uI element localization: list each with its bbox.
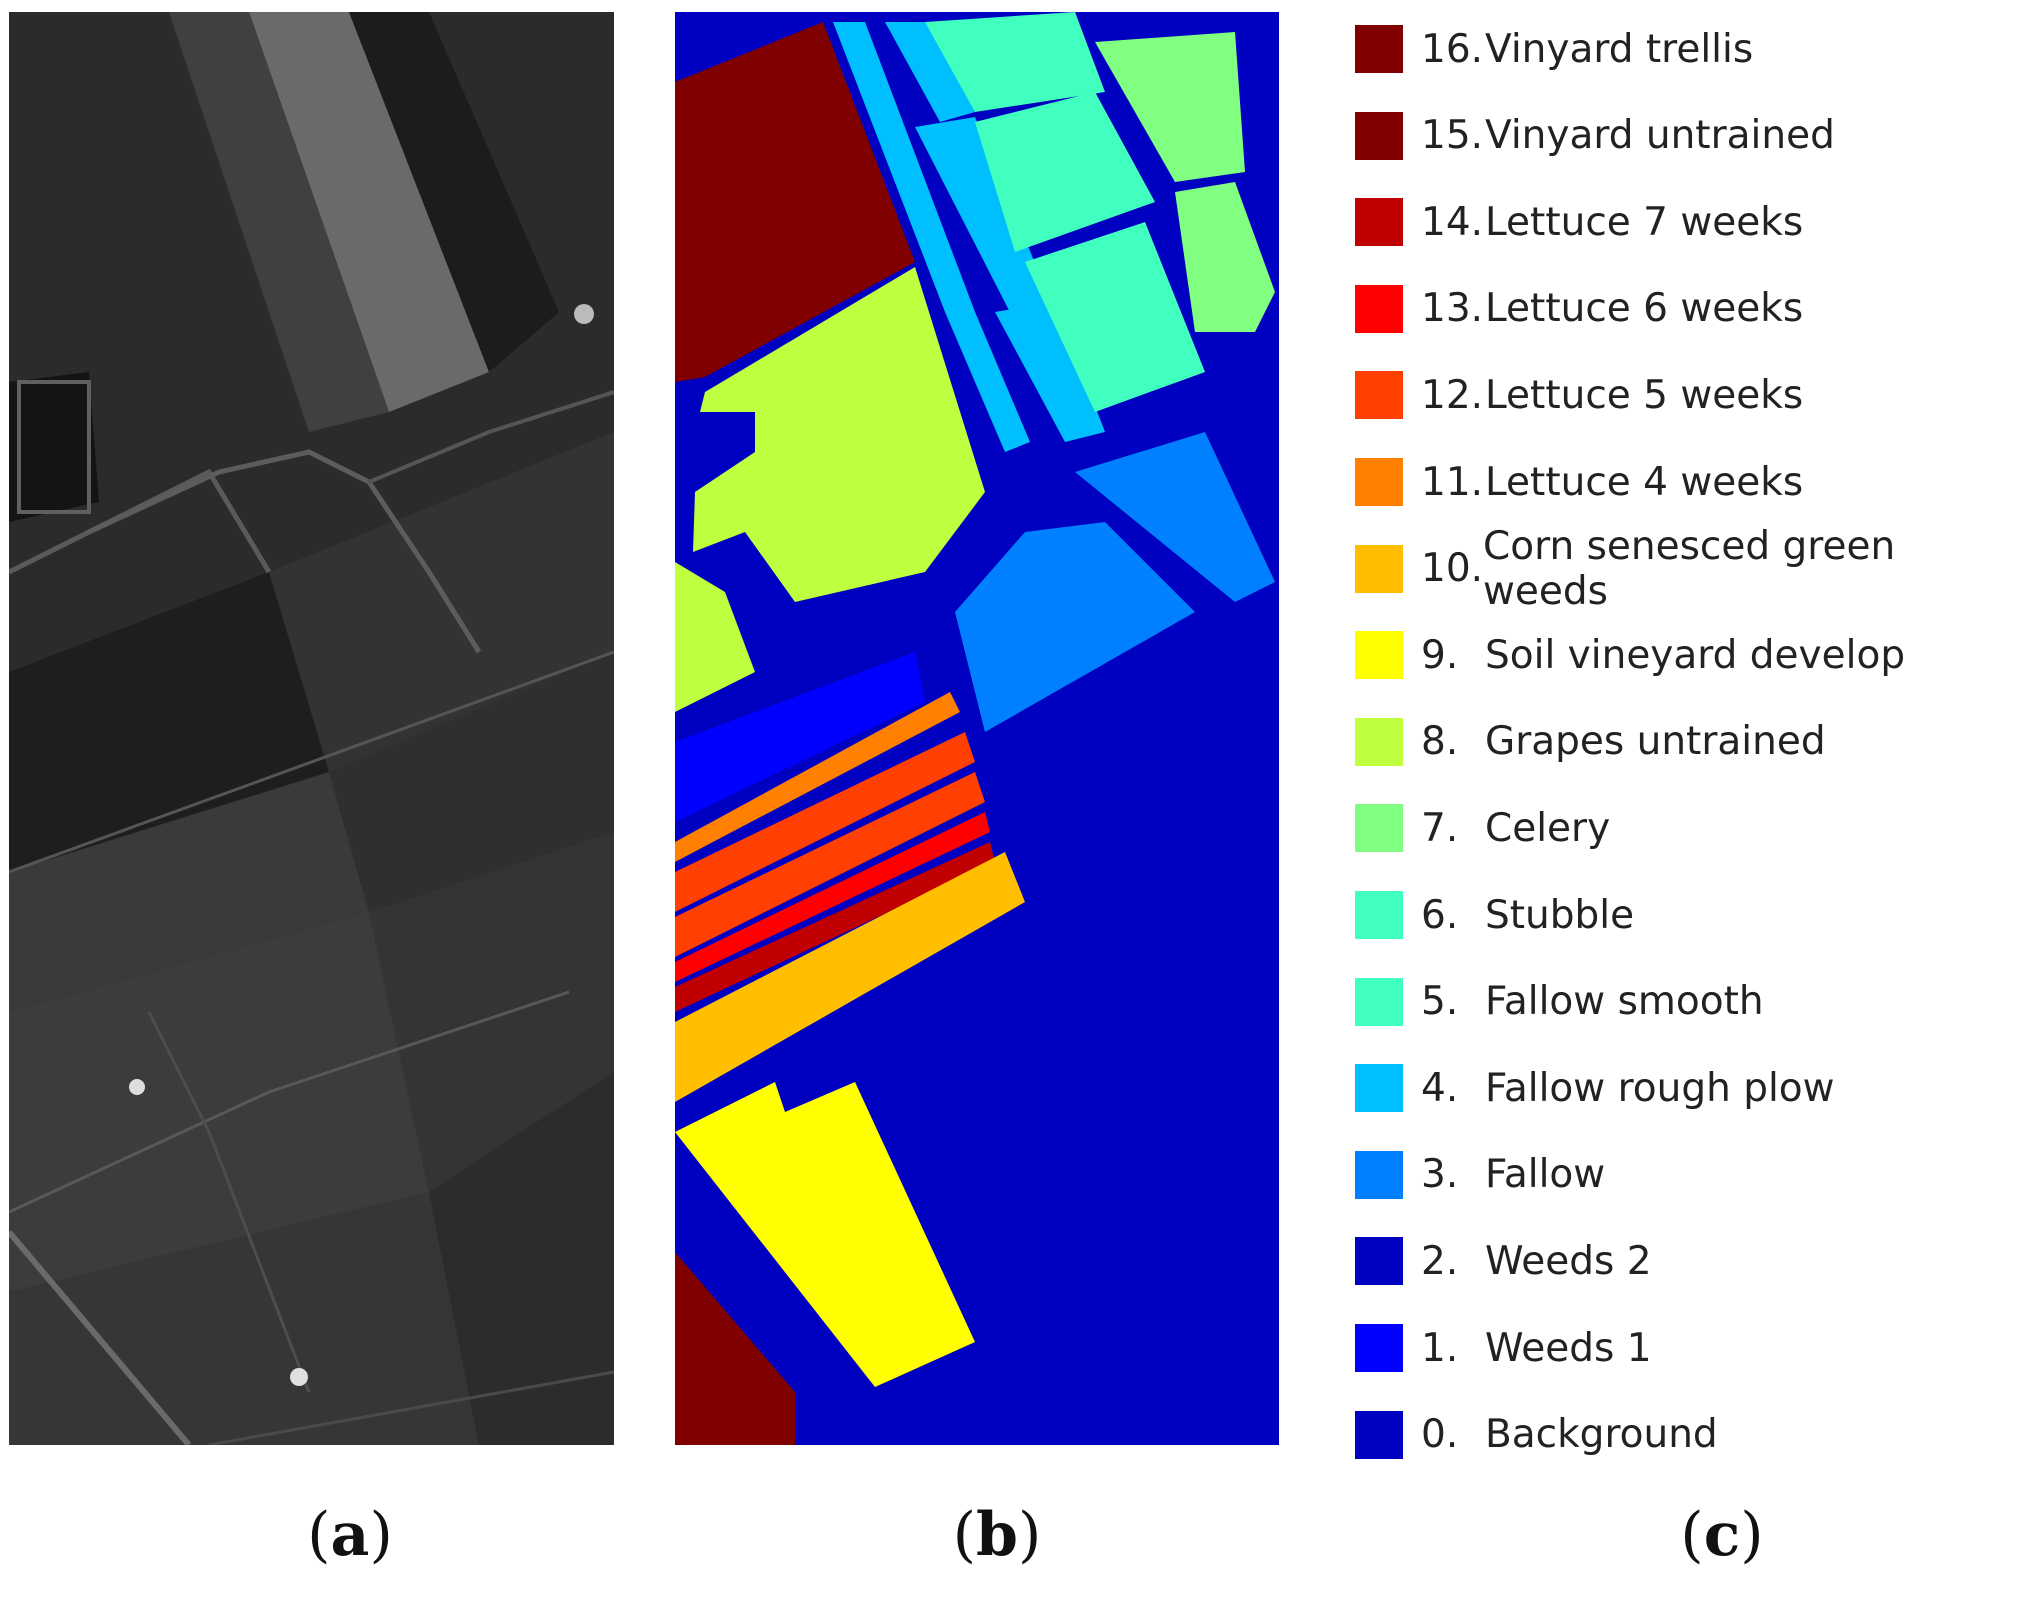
legend-class-name: Grapes untrained	[1485, 719, 1826, 765]
legend-class-number: 15.	[1421, 113, 1484, 159]
legend-class-name: Vinyard trellis	[1485, 26, 1754, 72]
legend-class-number: 0.	[1421, 1412, 1459, 1458]
legend-swatch	[1355, 717, 1403, 766]
legend-item: 6. Stubble	[1355, 886, 1634, 944]
legend-item: 16.Vinyard trellis	[1355, 20, 1753, 78]
legend-item: 3. Fallow	[1355, 1146, 1605, 1204]
legend-swatch	[1355, 1064, 1403, 1113]
legend-class-number: 7.	[1421, 805, 1459, 851]
legend-swatch	[1355, 977, 1403, 1026]
legend-swatch	[1355, 544, 1403, 593]
legend-class-name: Soil vineyard develop	[1485, 632, 1906, 678]
legend-class-name: Corn senesced green weeds	[1483, 523, 1896, 614]
class-map-drawing	[675, 12, 1279, 1445]
legend-swatch	[1355, 111, 1403, 160]
legend-class-name: Lettuce 5 weeks	[1485, 372, 1804, 418]
legend-item: 5. Fallow smooth	[1355, 973, 1764, 1031]
legend-swatch	[1355, 1237, 1403, 1286]
legend-class-name: Fallow rough plow	[1485, 1065, 1835, 1111]
legend-item: 15.Vinyard untrained	[1355, 107, 1835, 165]
legend-class-name: Fallow	[1485, 1152, 1606, 1198]
legend-swatch	[1355, 458, 1403, 506]
legend-swatch	[1355, 804, 1403, 853]
caption-a: (a)	[307, 1500, 393, 1570]
legend-swatch	[1355, 371, 1403, 420]
legend-class-name: Fallow smooth	[1485, 979, 1764, 1025]
legend-class-number: 4.	[1421, 1065, 1459, 1111]
legend-swatch	[1355, 25, 1403, 73]
legend-class-name: Weeds 1	[1485, 1325, 1652, 1371]
legend-item: 4. Fallow rough plow	[1355, 1059, 1835, 1117]
legend-class-number: 10.	[1421, 546, 1484, 592]
legend-class-number: 12.	[1421, 372, 1484, 418]
legend-class-number: 6.	[1421, 892, 1459, 938]
legend-item: 14.Lettuce 7 weeks	[1355, 193, 1803, 251]
legend-item: 8. Grapes untrained	[1355, 713, 1826, 771]
legend-class-name: Background	[1485, 1412, 1718, 1458]
legend-class-number: 8.	[1421, 719, 1459, 765]
legend-item: 10.Corn senesced green weeds	[1355, 524, 2015, 614]
legend-class-name: Stubble	[1485, 892, 1635, 938]
legend-class-number: 11.	[1421, 459, 1484, 505]
legend-item: 11.Lettuce 4 weeks	[1355, 453, 1803, 511]
legend-swatch	[1355, 284, 1403, 333]
legend-item: 12.Lettuce 5 weeks	[1355, 366, 1803, 424]
legend-class-name: Lettuce 7 weeks	[1485, 199, 1804, 245]
legend-class-name: Lettuce 4 weeks	[1485, 459, 1804, 505]
legend-swatch	[1355, 1150, 1403, 1199]
legend-class-number: 5.	[1421, 979, 1459, 1025]
legend-item: 0. Background	[1355, 1406, 1718, 1464]
satellite-image-drawing	[9, 12, 614, 1445]
legend-class-number: 9.	[1421, 632, 1459, 678]
legend-class-number: 3.	[1421, 1152, 1459, 1198]
caption-c: (c)	[1680, 1500, 1764, 1570]
legend-item: 9. Soil vineyard develop	[1355, 626, 1905, 684]
ground-truth-class-map	[675, 12, 1279, 1445]
legend-item: 2. Weeds 2	[1355, 1232, 1652, 1290]
legend-class-name: Weeds 2	[1485, 1238, 1652, 1284]
legend-swatch	[1355, 198, 1403, 247]
legend-class-number: 13.	[1421, 286, 1484, 332]
legend-swatch	[1355, 1324, 1403, 1372]
legend-class-number: 16.	[1421, 26, 1484, 72]
legend-class-name: Lettuce 6 weeks	[1485, 286, 1804, 332]
legend-class-name: Celery	[1485, 805, 1611, 851]
legend-swatch	[1355, 891, 1403, 939]
legend-item: 13.Lettuce 6 weeks	[1355, 280, 1803, 338]
legend-item: 1. Weeds 1	[1355, 1319, 1652, 1377]
legend-swatch	[1355, 631, 1403, 680]
grayscale-satellite-image	[9, 12, 614, 1445]
legend-item: 7. Celery	[1355, 799, 1610, 857]
legend-class-name: Vinyard untrained	[1485, 113, 1835, 159]
caption-b: (b)	[952, 1500, 1042, 1570]
legend-swatch	[1355, 1410, 1403, 1459]
legend-class-number: 2.	[1421, 1238, 1459, 1284]
legend-class-number: 14.	[1421, 199, 1484, 245]
legend-class-number: 1.	[1421, 1325, 1459, 1371]
